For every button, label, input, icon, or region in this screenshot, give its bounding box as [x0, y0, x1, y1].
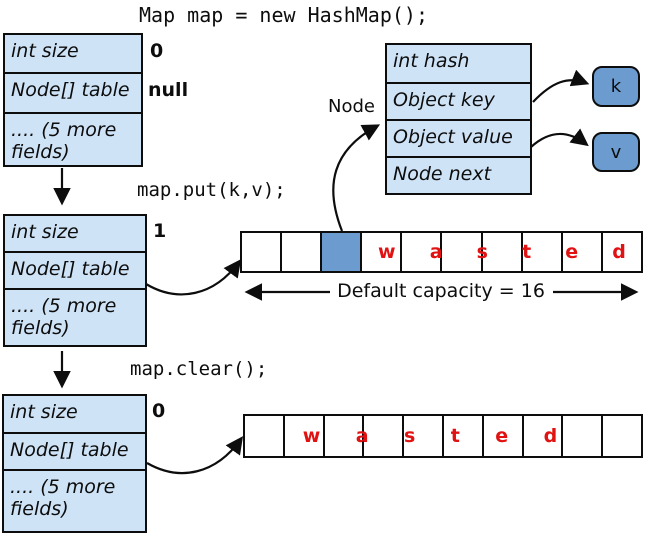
node-struct-label: Node: [328, 96, 375, 117]
size-value-state2: 1: [153, 220, 167, 242]
size-value-state3: 0: [152, 400, 166, 422]
map-struct-state2: int size Node[] table .... (5 more field…: [3, 214, 147, 347]
arrow-table-to-array-bottom: [146, 436, 244, 475]
bucket-array-after-clear: [243, 414, 643, 458]
key-box: k: [592, 66, 640, 107]
empty-slot: [245, 416, 283, 456]
occupied-slot: [320, 233, 361, 271]
empty-slot: [322, 416, 363, 456]
empty-slot: [282, 416, 323, 456]
empty-slot: [242, 233, 281, 271]
clear-operation-label: map.clear();: [130, 358, 268, 380]
arrow-cell-to-node: [332, 124, 381, 232]
arrow-key-to-k: [532, 69, 590, 103]
empty-slot: [362, 416, 403, 456]
node-struct: int hash Object key Object value Node ne…: [385, 43, 532, 195]
empty-slot: [402, 416, 442, 456]
arrow-value-to-v: [530, 128, 589, 148]
empty-slot: [481, 416, 522, 456]
field-more-fields: .... (5 more fields): [5, 288, 145, 345]
empty-slot: [560, 233, 601, 271]
table-value-state1: null: [148, 79, 189, 101]
field-more-fields: .... (5 more fields): [5, 112, 141, 165]
size-value-state1: 0: [150, 40, 164, 62]
diagram-title: Map map = new HashMap();: [139, 3, 428, 27]
field-object-key: Object key: [387, 82, 530, 119]
field-int-size: int size: [10, 401, 78, 423]
field-node-next: Node next: [387, 156, 530, 193]
empty-slot: [280, 233, 321, 271]
bucket-array-after-put: [240, 231, 643, 273]
field-object-value: Object value: [387, 119, 530, 156]
field-int-size: int size: [11, 221, 79, 243]
put-operation-label: map.put(k,v);: [137, 179, 286, 201]
empty-slot: [520, 233, 561, 271]
field-int-size: int size: [11, 40, 79, 62]
empty-slot: [600, 233, 641, 271]
empty-slot: [561, 416, 602, 456]
empty-slot: [400, 233, 441, 271]
arrow-table-to-array-middle: [145, 259, 242, 296]
map-struct-state1: int size Node[] table .... (5 more field…: [3, 33, 143, 167]
map-struct-state3: int size Node[] table .... (5 more field…: [2, 394, 147, 533]
empty-slot: [360, 233, 401, 271]
empty-slot: [441, 416, 482, 456]
empty-slot: [480, 233, 521, 271]
field-node-table: Node[] table: [5, 72, 141, 112]
field-node-table: Node[] table: [4, 432, 145, 469]
empty-slot: [521, 416, 562, 456]
empty-slot: [440, 233, 481, 271]
field-node-table: Node[] table: [5, 251, 145, 288]
default-capacity-label: Default capacity = 16: [240, 280, 642, 302]
field-more-fields: .... (5 more fields): [4, 469, 145, 531]
field-int-hash: int hash: [393, 50, 470, 72]
empty-slot: [601, 416, 641, 456]
value-box: v: [592, 132, 640, 172]
